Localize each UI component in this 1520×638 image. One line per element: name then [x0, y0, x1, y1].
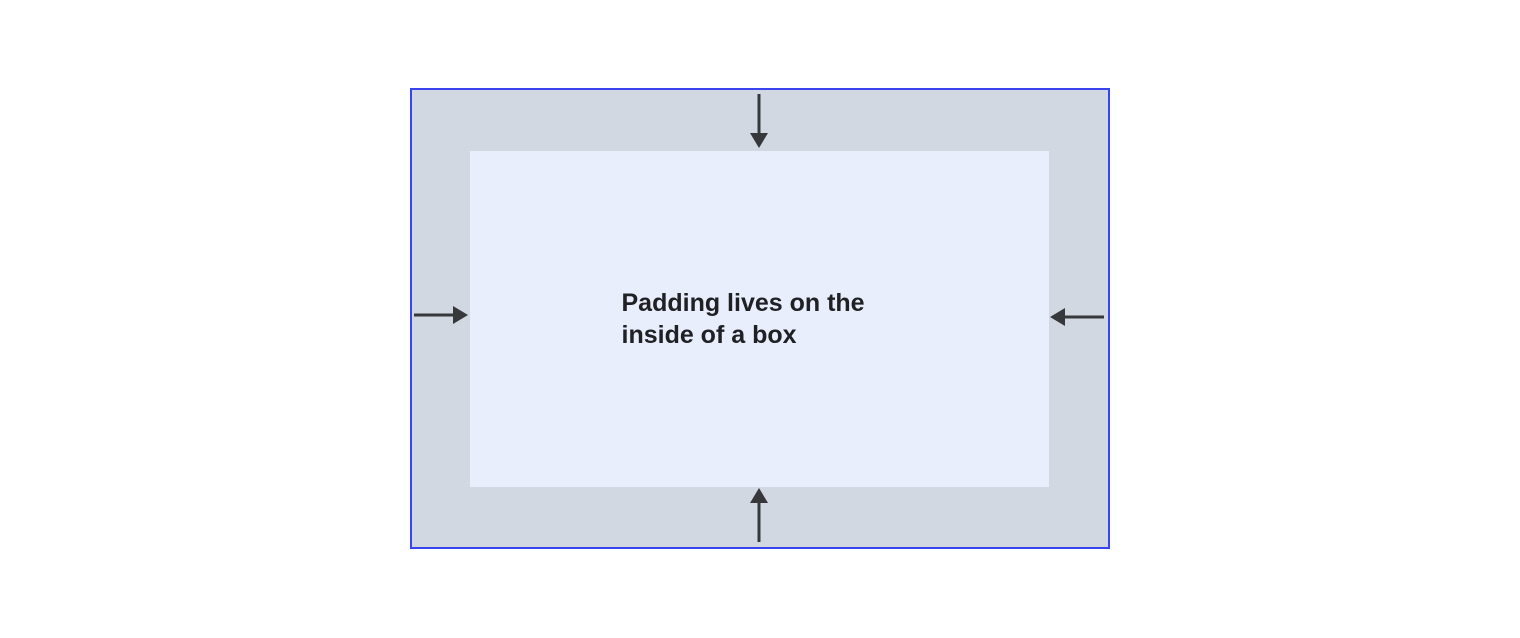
arrow-left-icon [1050, 308, 1104, 326]
arrow-down-icon [750, 94, 768, 148]
arrow-right-icon [414, 306, 468, 324]
diagram-label: Padding lives on the inside of a box [622, 287, 898, 351]
padding-box: Padding lives on the inside of a box [410, 88, 1110, 549]
arrow-up-icon [750, 488, 768, 542]
content-box: Padding lives on the inside of a box [470, 151, 1049, 487]
diagram-label-line2: inside of a box [621, 321, 797, 349]
diagram-label-line1: Padding lives on the [621, 289, 865, 317]
